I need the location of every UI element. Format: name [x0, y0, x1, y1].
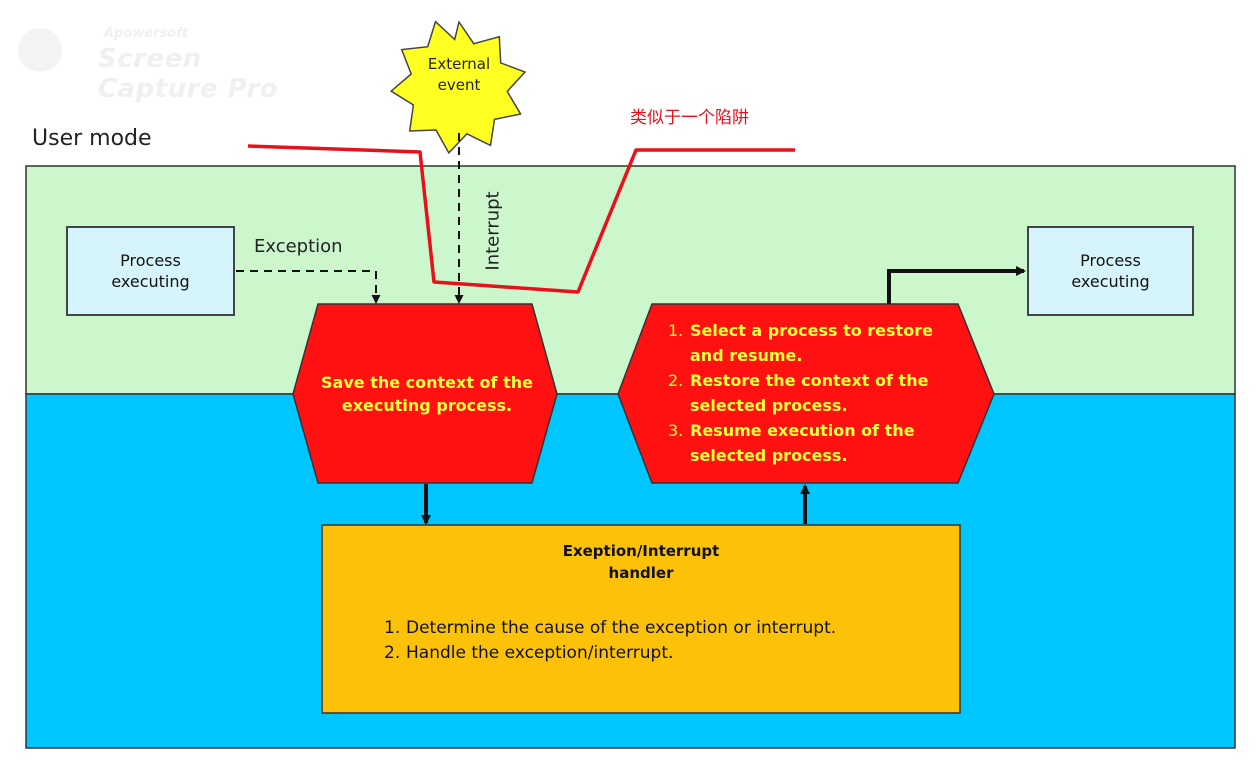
restore-steps-list: 1.Select a process to restore and resume…	[668, 318, 968, 468]
external-event-burst	[389, 20, 527, 155]
process-executing-left: Process executing	[66, 226, 235, 316]
save-context-line2: executing process.	[341, 396, 513, 415]
handler-steps-list: 1.Determine the cause of the exception o…	[384, 616, 836, 666]
trap-annotation-line	[247, 144, 795, 294]
process-right-line1: Process	[1080, 251, 1141, 270]
save-context-line1: Save the context of the	[321, 373, 533, 392]
external-event-line1: External	[427, 55, 491, 73]
process-right-line2: executing	[1071, 272, 1150, 291]
watermark-line1: Apowersoft	[104, 26, 189, 41]
restore-step: 1.Select a process to restore and resume…	[668, 321, 933, 365]
exception-arrow	[222, 270, 381, 304]
process-executing-right: Process executing	[1027, 226, 1194, 316]
external-event-line2: event	[437, 76, 481, 94]
handler-title-line1: Exeption/Interrupt	[562, 542, 720, 560]
handler-box	[321, 524, 961, 714]
handler-step: 1.Determine the cause of the exception o…	[384, 618, 837, 638]
external-event-label: External event	[409, 54, 509, 96]
restore-context-hexagon	[617, 303, 995, 484]
process-left-line2: executing	[111, 272, 190, 291]
process-left-line1: Process	[120, 251, 181, 270]
restore-step: 3.Resume execution of the selected proce…	[668, 421, 915, 465]
trap-annotation-text: 类似于一个陷阱	[630, 108, 749, 128]
save-context-text: Save the context of the executing proces…	[296, 371, 558, 417]
save-context-hexagon	[292, 303, 558, 484]
handler-title: Exeption/Interrupt handler	[322, 540, 960, 584]
restore-to-process-arrow	[887, 266, 1026, 304]
handler-step: 2.Handle the exception/interrupt.	[384, 643, 674, 663]
interrupt-label: Interrupt	[482, 191, 504, 271]
user-mode-label: User mode	[32, 126, 152, 151]
watermark-line2: Screen Capture Pro	[98, 44, 279, 104]
camera-icon	[18, 28, 62, 72]
handler-title-line2: handler	[608, 564, 674, 582]
exception-label: Exception	[254, 236, 343, 257]
restore-step: 2.Restore the context of the selected pr…	[668, 371, 929, 415]
watermark: Apowersoft Screen Capture Pro	[18, 22, 318, 104]
